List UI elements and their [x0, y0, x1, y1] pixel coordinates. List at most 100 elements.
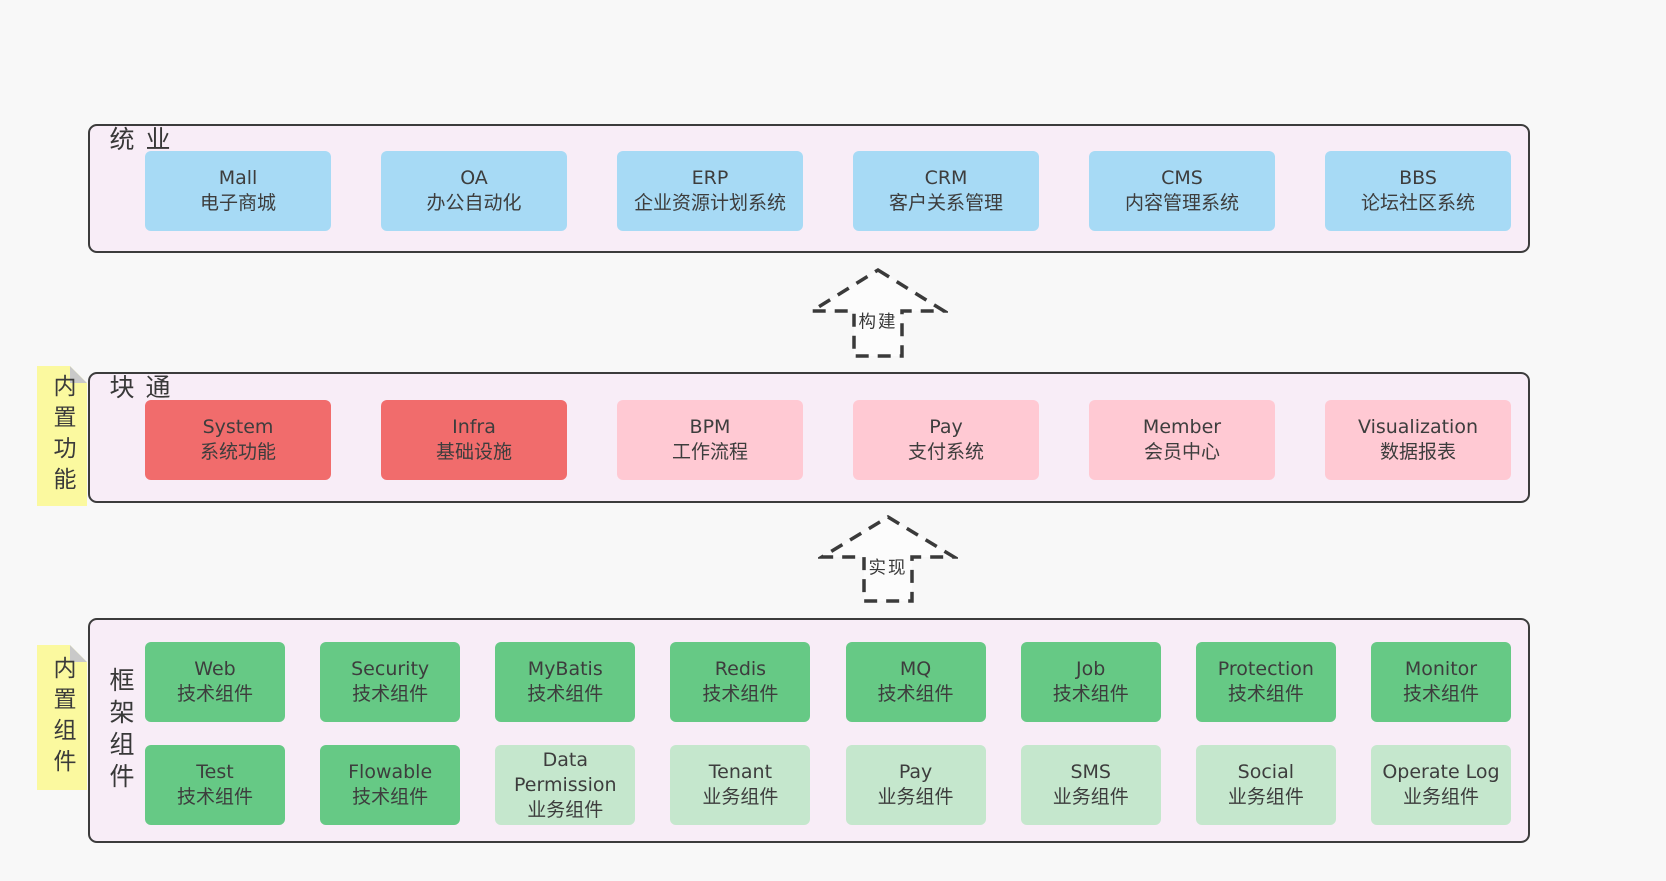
- box-pay: Pay 支付系统: [853, 400, 1039, 480]
- box-data-permission: Data Permission 业务组件: [495, 745, 636, 825]
- box-title: Test: [196, 761, 234, 783]
- box-subtitle: 技术组件: [1052, 683, 1129, 705]
- box-title: Mall: [218, 167, 258, 189]
- box-title: Job: [1076, 658, 1106, 680]
- box-subtitle: 业务组件: [702, 786, 779, 808]
- box-sms: SMS 业务组件: [1020, 745, 1161, 825]
- box-title: OA: [460, 167, 488, 189]
- box-bpm: BPM 工作流程: [617, 400, 803, 480]
- box-title: MyBatis: [527, 658, 603, 680]
- box-subtitle: 基础设施: [435, 441, 512, 463]
- box-subtitle: 技术组件: [176, 683, 253, 705]
- business-systems-row: Mall 电子商城 OA 办公自动化 ERP 企业资源计划系统 CRM 客户关系…: [145, 151, 1511, 231]
- box-subtitle: 系统功能: [199, 441, 276, 463]
- box-redis: Redis 技术组件: [670, 642, 811, 722]
- box-title: CMS: [1161, 167, 1203, 189]
- box-title: Redis: [714, 658, 767, 680]
- box-subtitle: 技术组件: [1402, 683, 1479, 705]
- framework-components-row-1: Web 技术组件 Security 技术组件 MyBatis 技术组件 Redi…: [145, 642, 1511, 722]
- box-title: Pay: [898, 761, 933, 783]
- sticky-note-label: 内置功能: [49, 374, 75, 498]
- box-title: Protection: [1217, 658, 1314, 680]
- box-subtitle: 技术组件: [877, 683, 954, 705]
- box-protection: Protection 技术组件: [1195, 642, 1336, 722]
- box-subtitle: 企业资源计划系统: [633, 192, 786, 214]
- box-job: Job 技术组件: [1020, 642, 1161, 722]
- box-title: Member: [1142, 416, 1222, 438]
- box-cms: CMS 内容管理系统: [1089, 151, 1275, 231]
- box-subtitle: 业务组件: [877, 786, 954, 808]
- box-title: Data Permission: [514, 748, 617, 796]
- section-business-systems: 业务系统 Mall 电子商城 OA 办公自动化 ERP 企业资源计划系统 CRM…: [88, 124, 1530, 253]
- box-subtitle: 技术组件: [352, 683, 429, 705]
- arrow-implement: 实现: [818, 513, 958, 605]
- section-framework-components: 框架组件 Web 技术组件 Security 技术组件 MyBatis 技术组件…: [88, 618, 1530, 843]
- arrow-build: 构建: [808, 266, 948, 360]
- box-subtitle: 业务组件: [527, 798, 604, 821]
- box-subtitle: 会员中心: [1143, 441, 1220, 463]
- sticky-note-label: 内置组件: [49, 655, 75, 780]
- box-subtitle: 技术组件: [702, 683, 779, 705]
- box-infra: Infra 基础设施: [381, 400, 567, 480]
- box-subtitle: 客户关系管理: [888, 192, 1003, 214]
- box-subtitle: 技术组件: [176, 786, 253, 808]
- framework-components-row-2: Test 技术组件 Flowable 技术组件 Data Permission …: [145, 745, 1511, 825]
- box-title: Monitor: [1404, 658, 1478, 680]
- box-pay-component: Pay 业务组件: [845, 745, 986, 825]
- arrow-label: 构建: [856, 308, 900, 334]
- box-monitor: Monitor 技术组件: [1370, 642, 1511, 722]
- box-subtitle: 电子商城: [199, 192, 276, 214]
- arrow-label: 实现: [866, 554, 910, 580]
- box-social: Social 业务组件: [1195, 745, 1336, 825]
- box-subtitle: 业务组件: [1052, 786, 1129, 808]
- box-title: Social: [1237, 761, 1295, 783]
- box-title: ERP: [691, 167, 729, 189]
- box-oa: OA 办公自动化: [381, 151, 567, 231]
- box-title: Visualization: [1357, 416, 1478, 438]
- box-erp: ERP 企业资源计划系统: [617, 151, 803, 231]
- box-subtitle: 内容管理系统: [1124, 192, 1239, 214]
- box-title: CRM: [924, 167, 968, 189]
- sticky-note-builtin-components: 内置组件: [37, 645, 87, 790]
- general-modules-row: System 系统功能 Infra 基础设施 BPM 工作流程 Pay 支付系统…: [145, 400, 1511, 480]
- box-test: Test 技术组件: [145, 745, 285, 825]
- box-member: Member 会员中心: [1089, 400, 1275, 480]
- box-subtitle: 办公自动化: [426, 192, 522, 214]
- box-system: System 系统功能: [145, 400, 331, 480]
- section-general-modules: 通用模块 System 系统功能 Infra 基础设施 BPM 工作流程 Pay…: [88, 372, 1530, 503]
- box-title: MQ: [899, 658, 932, 680]
- box-subtitle: 技术组件: [352, 786, 429, 808]
- box-title: Flowable: [348, 761, 433, 783]
- box-mall: Mall 电子商城: [145, 151, 331, 231]
- box-subtitle: 技术组件: [1227, 683, 1304, 705]
- box-flowable: Flowable 技术组件: [320, 745, 461, 825]
- box-security: Security 技术组件: [320, 642, 461, 722]
- box-subtitle: 支付系统: [907, 441, 984, 463]
- box-subtitle: 技术组件: [527, 683, 604, 705]
- box-tenant: Tenant 业务组件: [670, 745, 811, 825]
- box-mq: MQ 技术组件: [845, 642, 986, 722]
- box-title: Operate Log: [1382, 761, 1500, 783]
- box-mybatis: MyBatis 技术组件: [495, 642, 636, 722]
- box-web: Web 技术组件: [145, 642, 285, 722]
- box-title: Infra: [452, 416, 496, 438]
- box-title: Web: [194, 658, 236, 680]
- box-crm: CRM 客户关系管理: [853, 151, 1039, 231]
- box-subtitle: 数据报表: [1379, 441, 1456, 463]
- box-bbs: BBS 论坛社区系统: [1325, 151, 1511, 231]
- box-visualization: Visualization 数据报表: [1325, 400, 1511, 480]
- box-subtitle: 工作流程: [671, 441, 748, 463]
- box-subtitle: 论坛社区系统: [1360, 192, 1475, 214]
- sticky-note-builtin-features: 内置功能: [37, 366, 87, 506]
- box-title: Security: [351, 658, 430, 680]
- box-title: SMS: [1070, 761, 1111, 783]
- box-title: Pay: [929, 416, 963, 438]
- box-title: BBS: [1399, 167, 1437, 189]
- box-title: Tenant: [708, 761, 773, 783]
- box-operate-log: Operate Log 业务组件: [1370, 745, 1511, 825]
- side-label-framework-components: 框架组件: [106, 666, 135, 795]
- box-title: System: [202, 416, 274, 438]
- box-subtitle: 业务组件: [1227, 786, 1304, 808]
- box-subtitle: 业务组件: [1402, 786, 1479, 808]
